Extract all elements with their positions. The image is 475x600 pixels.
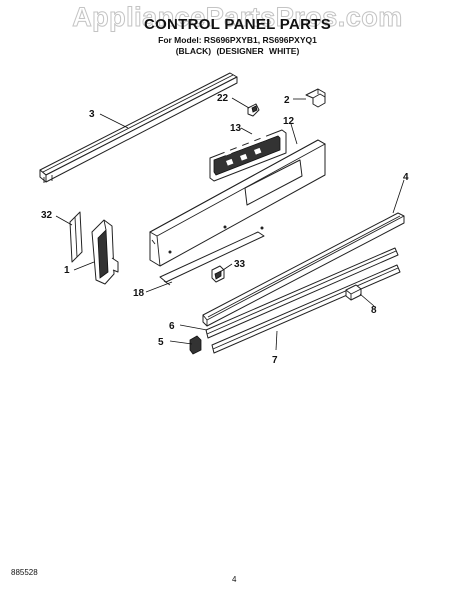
- callout-22: 22: [217, 93, 229, 104]
- part-32-side-piece: [69, 211, 83, 263]
- part-3-top-trim: [39, 72, 238, 183]
- callout-3: 3: [89, 109, 95, 120]
- callout-6: 6: [169, 321, 175, 332]
- part-22-clip: [247, 103, 260, 117]
- model-line: For Model: RS696PXYB1, RS696PXYQ1: [158, 35, 317, 45]
- part-1-end-cap: [91, 219, 119, 285]
- part-6-trim-rail: [205, 247, 399, 339]
- part-4-lower-trim: [202, 212, 405, 327]
- page-title: CONTROL PANEL PARTS: [143, 16, 332, 33]
- callout-1: 1: [64, 265, 70, 276]
- callout-18: 18: [133, 288, 145, 299]
- part-18-lower-strip: [159, 231, 265, 286]
- color-variants: (BLACK) (DESIGNER WHITE): [175, 46, 300, 56]
- callout-4: 4: [403, 172, 409, 183]
- callout-33: 33: [234, 259, 246, 270]
- leader-lines: [55, 97, 405, 351]
- part-5-end-clip: [189, 335, 202, 355]
- callout-12: 12: [283, 116, 295, 127]
- callout-2: 2: [284, 95, 290, 106]
- part-2-bracket: [305, 88, 326, 108]
- callout-8: 8: [371, 305, 377, 316]
- part-12-control-panel: [149, 139, 326, 267]
- callout-13: 13: [230, 123, 242, 134]
- callout-5: 5: [158, 337, 164, 348]
- callout-7: 7: [272, 355, 278, 366]
- part-33-switch: [211, 265, 225, 283]
- document-number: 885528: [11, 568, 38, 577]
- page-number: 4: [232, 575, 237, 584]
- watermark-logo: AppliancePartsPros.com: [72, 2, 403, 33]
- part-13-control-board: [209, 129, 287, 182]
- callout-32: 32: [41, 210, 53, 221]
